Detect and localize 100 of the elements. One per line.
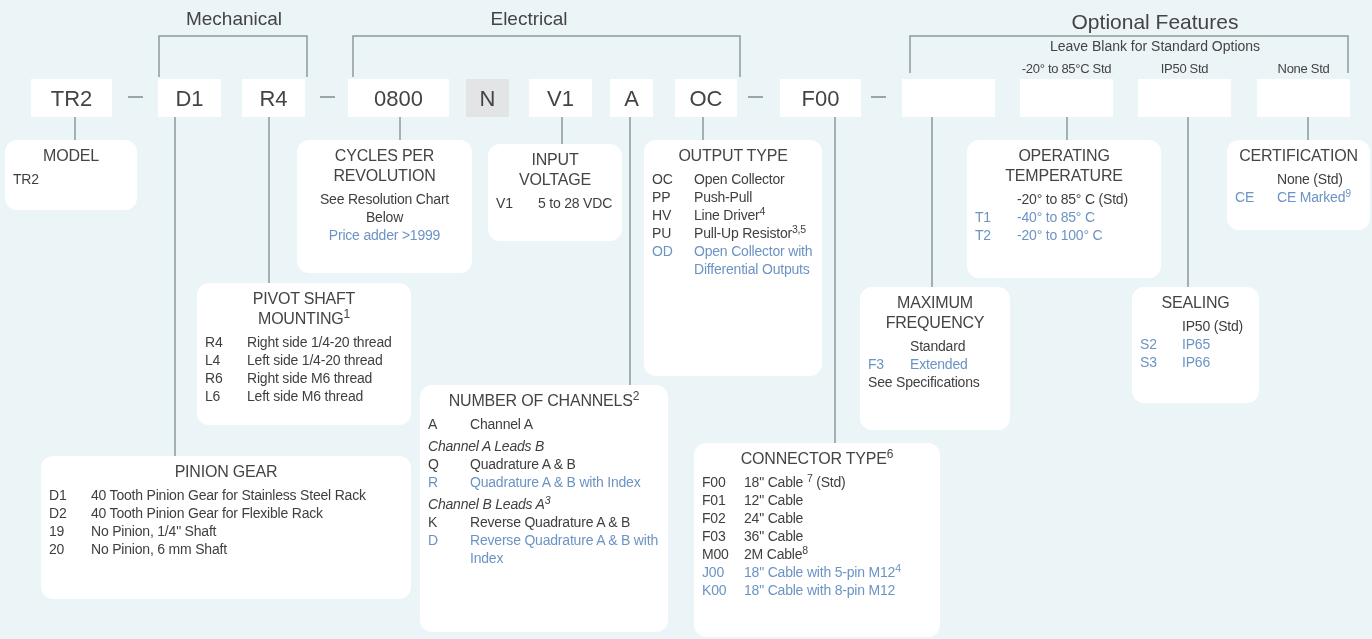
- option-panel: [41, 456, 411, 599]
- option-code: T1: [975, 208, 992, 226]
- option-description: No Pinion, 6 mm Shaft: [91, 540, 227, 558]
- option-code: PP: [652, 188, 672, 206]
- option-description: Left side 1/4-20 thread: [247, 351, 383, 369]
- option-description: Push-Pull: [694, 188, 753, 206]
- option-code: D1: [49, 486, 68, 504]
- connector-line: [561, 116, 563, 145]
- option-code: T2: [975, 226, 992, 244]
- option-description: IP66: [1182, 353, 1210, 371]
- connector-line: [1307, 116, 1309, 141]
- option-description: Open Collector: [694, 170, 785, 188]
- connector-line: [1066, 116, 1068, 141]
- code-box: F00: [780, 79, 861, 117]
- option-note: -20° to 85°C Std: [1021, 59, 1112, 78]
- option-panel: [860, 287, 1010, 430]
- code-box: 0800: [348, 79, 449, 117]
- option-description: 36" Cable: [744, 527, 804, 545]
- option-code: L4: [205, 351, 222, 369]
- connector-line: [629, 116, 631, 386]
- connector-line: [174, 116, 176, 457]
- connector-line: [834, 116, 836, 444]
- code-box: N: [466, 79, 509, 117]
- code-box: A: [610, 79, 653, 117]
- option-description: 40 Tooth Pinion Gear for Stainless Steel Rack: [91, 486, 366, 504]
- option-code: R: [428, 473, 439, 491]
- option-code: F01: [702, 491, 727, 509]
- connector-line: [268, 116, 270, 284]
- option-description: Line Driver$^{4}$: [694, 206, 766, 224]
- option-code: V1: [496, 194, 514, 212]
- option-description: Standard: [909, 337, 967, 355]
- option-description: -20° to 100° C: [1017, 226, 1103, 244]
- option-code: R4: [205, 333, 224, 351]
- option-code: S3: [1140, 353, 1158, 371]
- option-code: R6: [205, 369, 224, 387]
- option-code: Q: [428, 455, 440, 473]
- option-code: 19: [49, 522, 66, 540]
- group-heading: Leave Blank for Standard Options: [1049, 36, 1261, 56]
- code-box: OC: [675, 79, 737, 117]
- option-panel: [197, 283, 411, 425]
- group-heading: Mechanical: [185, 6, 283, 31]
- option-panel: [1132, 287, 1259, 403]
- option-description: Quadrature A & B with Index: [470, 473, 641, 491]
- connector-line: [399, 116, 401, 141]
- option-description: Pull-Up Resistor$^{3,5}$: [694, 224, 806, 242]
- option-description: Extended: [910, 355, 968, 373]
- option-panel: [644, 140, 822, 376]
- panel-heading: SEALING: [1160, 293, 1231, 313]
- option-panel: [297, 140, 472, 273]
- option-description: See Resolution Chart Below: [318, 190, 451, 226]
- panel-heading: CYCLES PER REVOLUTION: [332, 146, 437, 186]
- option-panel: [5, 140, 137, 210]
- option-note: IP50 Std: [1160, 59, 1209, 78]
- option-code: A: [428, 415, 439, 433]
- code-box: TR2: [31, 79, 112, 117]
- option-panel: [694, 443, 940, 637]
- subheading: Channel A Leads B: [428, 437, 546, 455]
- panel-heading: CERTIFICATION: [1238, 146, 1359, 166]
- option-code: OC: [652, 170, 674, 188]
- option-description: No Pinion, 1/4" Shaft: [91, 522, 217, 540]
- option-description: Channel A: [470, 415, 533, 433]
- code-box: R4: [242, 79, 305, 117]
- option-description: Right side M6 thread: [247, 369, 373, 387]
- panel-heading: MAXIMUM FREQUENCY: [884, 293, 986, 333]
- panel-heading: OUTPUT TYPE: [677, 146, 789, 166]
- option-code: F00: [702, 473, 727, 491]
- option-code: K00: [702, 581, 728, 599]
- option-code: CE: [1235, 188, 1256, 206]
- option-description: 18" Cable with 5-pin M12$^{4}$: [744, 563, 901, 581]
- option-code: M00: [702, 545, 730, 563]
- option-code: 20: [49, 540, 66, 558]
- option-description: -40° to 85° C: [1017, 208, 1095, 226]
- option-description: IP50 (Std): [1181, 317, 1245, 335]
- option-panel: [488, 144, 622, 241]
- panel-heading: MODEL: [42, 146, 100, 166]
- panel-heading: PIVOT SHAFT MOUNTING$^{1}$: [251, 289, 357, 329]
- option-code: PU: [652, 224, 673, 242]
- option-code: J00: [702, 563, 725, 581]
- option-code: D2: [49, 504, 68, 522]
- connector-line: [74, 116, 76, 141]
- option-description: Quadrature A & B: [470, 455, 576, 473]
- option-description: Right side 1/4-20 thread: [247, 333, 392, 351]
- option-code: TR2: [13, 170, 40, 188]
- group-heading: Electrical: [490, 6, 568, 31]
- option-description: Left side M6 thread: [247, 387, 364, 405]
- option-description: See Specifications: [868, 373, 981, 391]
- connector-line: [931, 116, 933, 288]
- code-box: D1: [158, 79, 221, 117]
- option-description: Price adder >1999: [327, 226, 442, 244]
- option-code: L6: [205, 387, 222, 405]
- option-description: Reverse Quadrature A & B with Index: [470, 531, 659, 567]
- code-box: V1: [529, 79, 592, 117]
- option-code: F3: [868, 355, 885, 373]
- option-description: 18" Cable $^{7}$ (Std): [744, 473, 846, 491]
- option-note: None Std: [1277, 59, 1330, 78]
- connector-line: [702, 116, 704, 141]
- blank-code-box: [902, 79, 995, 117]
- panel-heading: INPUT VOLTAGE: [518, 150, 592, 190]
- option-description: IP65: [1182, 335, 1210, 353]
- option-code: D: [428, 531, 439, 549]
